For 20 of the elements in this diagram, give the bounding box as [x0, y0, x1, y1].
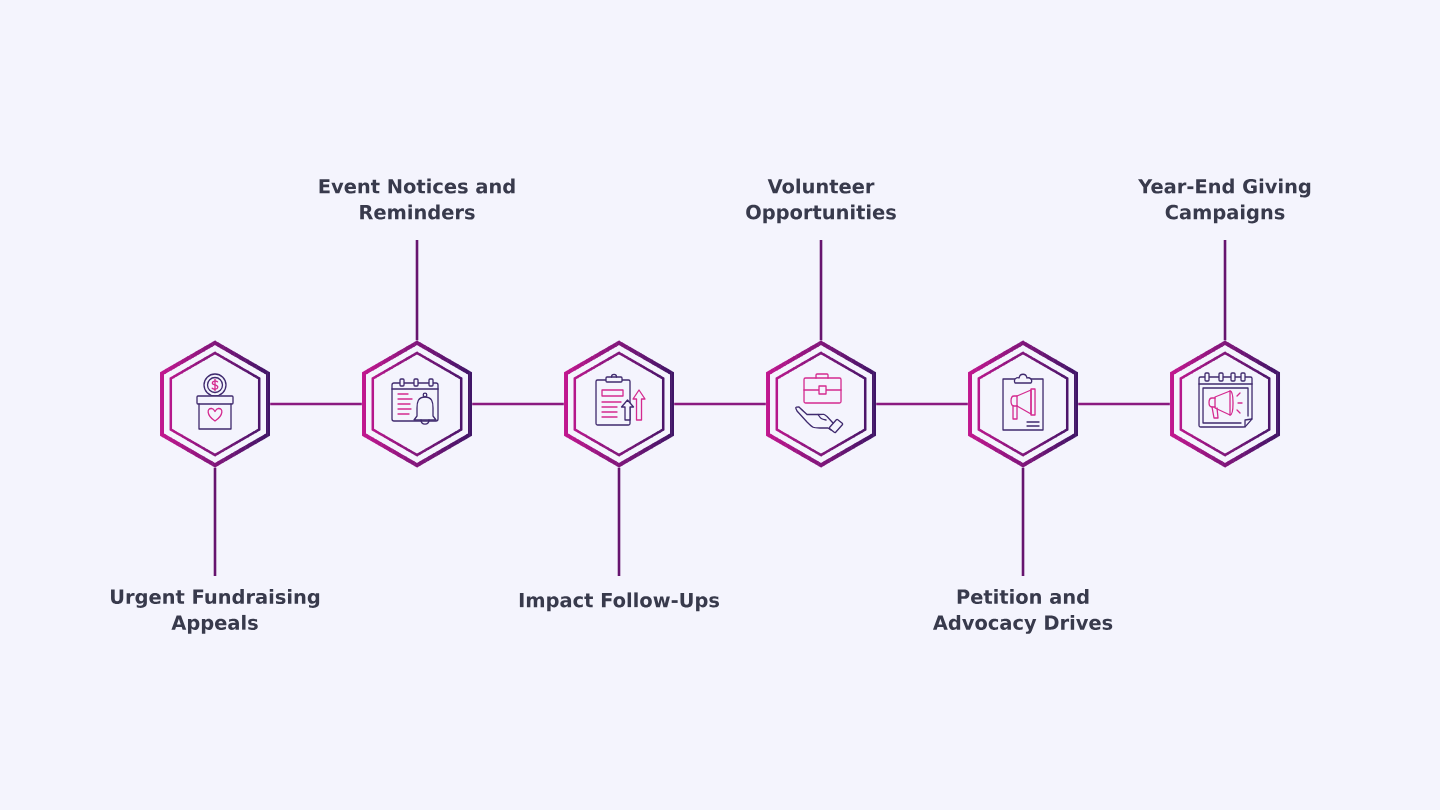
connector-line	[876, 402, 968, 406]
leader-line	[1021, 467, 1025, 576]
connector-line	[674, 402, 766, 406]
leader-line	[1223, 240, 1227, 341]
hexagon-frame	[1170, 340, 1280, 468]
leader-line	[415, 240, 419, 341]
label-text: Event Notices and Reminders	[319, 178, 515, 220]
leader-line	[213, 467, 217, 576]
hexagon-frame	[766, 340, 876, 468]
hexagon-frame	[968, 340, 1078, 468]
leader-line	[617, 467, 621, 576]
connector-line	[270, 402, 362, 406]
label-text: Year-End Giving Campaigns	[1138, 178, 1311, 224]
label-text: Petition and Advocacy Drives	[932, 589, 1113, 634]
label-text: Volunteer Opportunities	[746, 178, 896, 224]
label-text: Impact Follow-Ups	[519, 592, 719, 612]
connector-line	[472, 402, 564, 406]
leader-line	[819, 240, 823, 341]
label-text: Urgent Fundraising Appeals	[111, 589, 320, 634]
connector-line	[1078, 402, 1170, 406]
